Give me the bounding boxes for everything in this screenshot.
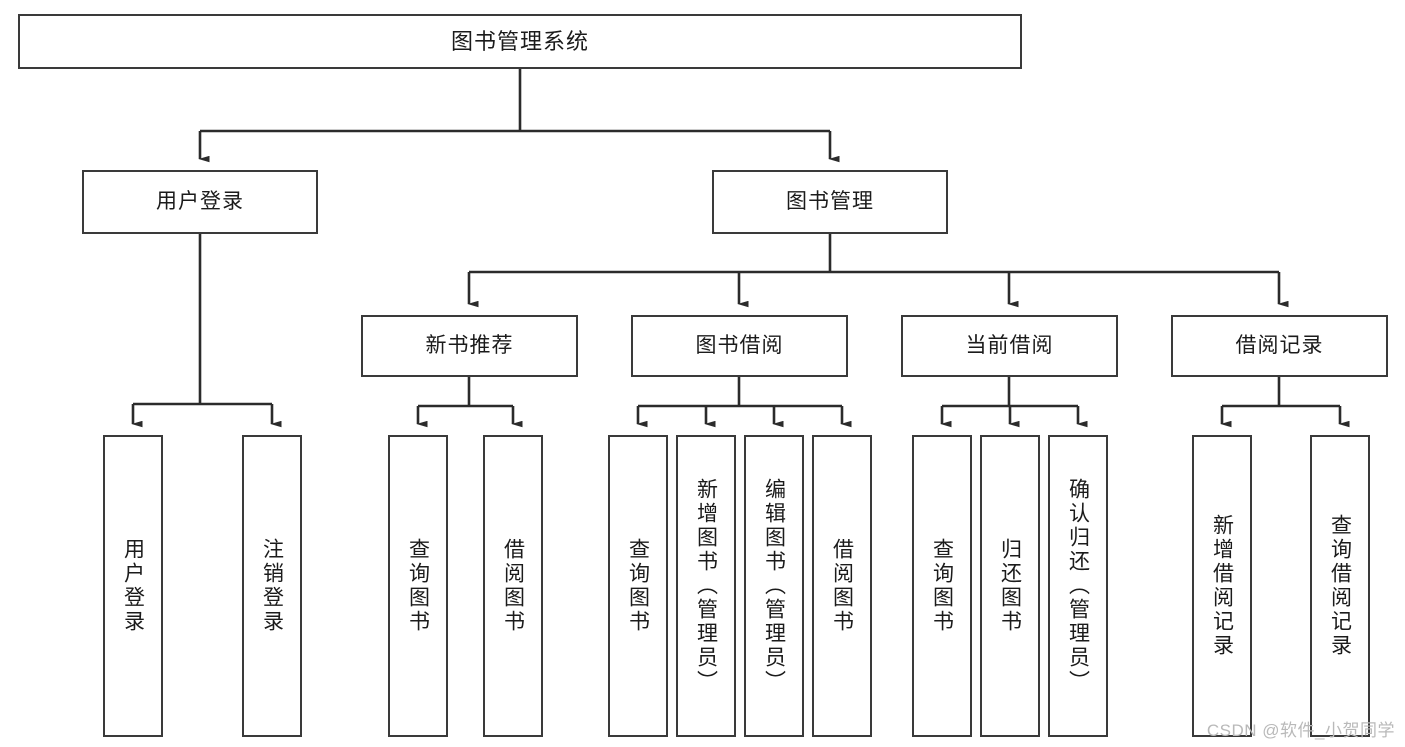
node-leaf-query-book-3[interactable]: 查询图书 bbox=[912, 435, 972, 737]
node-leaf-logout[interactable]: 注销登录 bbox=[242, 435, 302, 737]
node-book-manage-label: 图书管理 bbox=[786, 189, 874, 213]
node-leaf-query-book-1-label: 查询图书 bbox=[406, 538, 430, 634]
node-leaf-borrow-book-1[interactable]: 借阅图书 bbox=[483, 435, 543, 737]
watermark: CSDN @软件_小贺同学 bbox=[1206, 721, 1395, 740]
node-leaf-query-book-3-label: 查询图书 bbox=[930, 538, 954, 634]
node-current-borrow-label: 当前借阅 bbox=[965, 333, 1054, 357]
node-user-login[interactable]: 用户登录 bbox=[82, 170, 318, 234]
node-leaf-borrow-book-2[interactable]: 借阅图书 bbox=[812, 435, 872, 737]
node-leaf-query-book-1[interactable]: 查询图书 bbox=[388, 435, 448, 737]
node-leaf-return-book-label: 归还图书 bbox=[998, 538, 1022, 634]
node-book-borrow-label: 图书借阅 bbox=[695, 333, 784, 357]
node-user-login-label: 用户登录 bbox=[156, 189, 244, 213]
node-leaf-edit-book[interactable]: 编辑图书（管理员） bbox=[744, 435, 804, 737]
node-book-manage[interactable]: 图书管理 bbox=[712, 170, 948, 234]
node-leaf-add-book-label: 新增图书（管理员） bbox=[694, 478, 718, 694]
node-borrow-record[interactable]: 借阅记录 bbox=[1171, 315, 1388, 377]
node-leaf-add-record-label: 新增借阅记录 bbox=[1210, 514, 1234, 658]
node-new-book-rec-label: 新书推荐 bbox=[425, 333, 514, 357]
node-leaf-confirm-return-label: 确认归还（管理员） bbox=[1066, 478, 1090, 694]
node-leaf-confirm-return[interactable]: 确认归还（管理员） bbox=[1048, 435, 1108, 737]
node-borrow-record-label: 借阅记录 bbox=[1235, 333, 1324, 357]
node-leaf-query-book-2-label: 查询图书 bbox=[626, 538, 650, 634]
node-leaf-return-book[interactable]: 归还图书 bbox=[980, 435, 1040, 737]
node-leaf-edit-book-label: 编辑图书（管理员） bbox=[762, 478, 786, 694]
node-leaf-query-record-label: 查询借阅记录 bbox=[1328, 514, 1352, 658]
node-leaf-user-login[interactable]: 用户登录 bbox=[103, 435, 163, 737]
node-root[interactable]: 图书管理系统 bbox=[18, 14, 1022, 69]
node-leaf-logout-label: 注销登录 bbox=[260, 538, 284, 634]
node-leaf-add-book[interactable]: 新增图书（管理员） bbox=[676, 435, 736, 737]
node-leaf-query-record[interactable]: 查询借阅记录 bbox=[1310, 435, 1370, 737]
node-leaf-borrow-book-2-label: 借阅图书 bbox=[830, 538, 854, 634]
node-book-borrow[interactable]: 图书借阅 bbox=[631, 315, 848, 377]
node-new-book-rec[interactable]: 新书推荐 bbox=[361, 315, 578, 377]
node-leaf-borrow-book-1-label: 借阅图书 bbox=[501, 538, 525, 634]
node-leaf-user-login-label: 用户登录 bbox=[121, 538, 145, 634]
node-leaf-query-book-2[interactable]: 查询图书 bbox=[608, 435, 668, 737]
node-root-label: 图书管理系统 bbox=[450, 28, 589, 54]
node-leaf-add-record[interactable]: 新增借阅记录 bbox=[1192, 435, 1252, 737]
node-current-borrow[interactable]: 当前借阅 bbox=[901, 315, 1118, 377]
